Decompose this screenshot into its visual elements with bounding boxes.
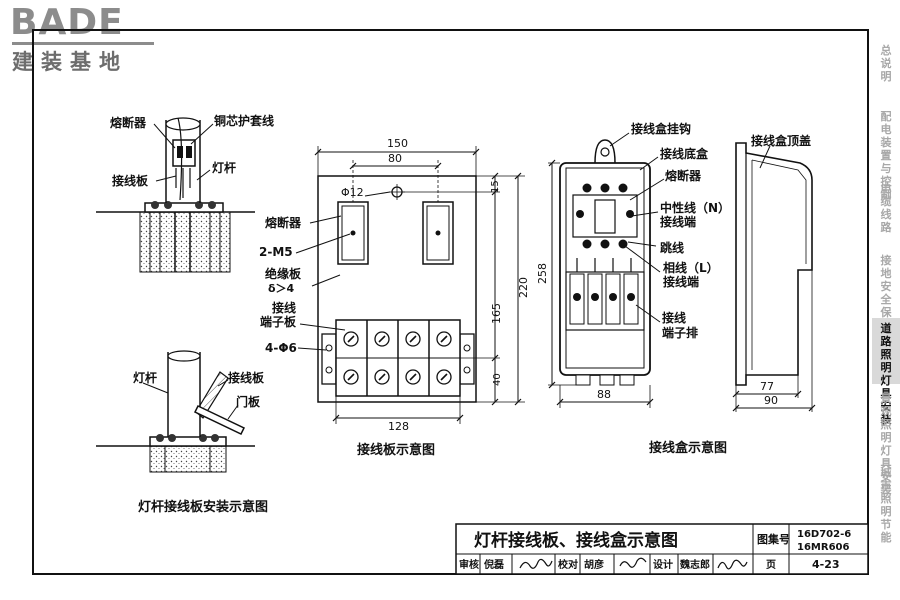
label-board-insulation: 绝缘板	[265, 266, 302, 281]
label-box-jumper: 跳线	[660, 240, 684, 255]
dim-box-width: 88	[597, 388, 611, 401]
junction-box-side	[732, 142, 816, 412]
label-pole-top-board: 接线板	[112, 173, 149, 188]
label-box-phase-1: 相线（L）	[663, 260, 719, 275]
dim-board-bottom-width: 128	[388, 420, 409, 433]
label-pole-bottom-door: 门板	[236, 394, 261, 409]
label-board-terminal-1: 接线	[272, 300, 296, 315]
title-block-title: 灯杆接线板、接线盒示意图	[474, 530, 678, 551]
pole-top-diagram	[96, 117, 255, 273]
label-pole-bottom-pole: 灯杆	[133, 370, 157, 385]
title-block	[455, 523, 869, 575]
terminal-board-diagram	[295, 146, 525, 424]
title-block-atlas-no-2: 16MR606	[797, 542, 849, 553]
side-tab-label: 景观照明灯具安装	[880, 392, 892, 496]
outer-frame	[32, 29, 869, 575]
title-block-checker: 胡彦	[584, 558, 604, 571]
label-box-base: 接线底盒	[660, 146, 709, 161]
side-tab-energy-saving[interactable]: 城市照明节能	[872, 464, 900, 544]
label-board-terminal-2: 端子板	[260, 314, 297, 329]
title-block-design-label: 设计	[653, 558, 673, 571]
label-box-terminal-1: 接线	[662, 310, 686, 325]
side-tab-road-lighting[interactable]: 道路照明灯具安装	[872, 318, 900, 426]
label-box-terminal-2: 端子排	[662, 325, 698, 340]
title-block-page-no: 4-23	[812, 558, 840, 571]
caption-junction-box: 接线盒示意图	[649, 440, 727, 456]
dim-box-side-inner: 77	[760, 380, 774, 393]
label-board-insulation-thickness: δ＞4	[268, 282, 295, 295]
side-tab-landscape-lighting[interactable]: 景观照明灯具安装	[872, 390, 900, 496]
side-tab-label: 电缆线路	[880, 182, 892, 234]
title-block-check-label: 校对	[558, 558, 578, 571]
caption-pole-install: 灯杆接线板安装示意图	[138, 499, 268, 515]
label-pole-top-fuse: 熔断器	[110, 115, 147, 130]
signature-checker-mark	[619, 557, 647, 568]
side-tab-cable[interactable]: 电缆线路	[872, 180, 900, 234]
label-board-fuse: 熔断器	[265, 215, 302, 230]
dim-board-top-offset: 15	[490, 180, 501, 193]
label-board-hole-dia: Φ12	[341, 186, 364, 199]
signature-designer-mark	[717, 559, 748, 570]
side-tab-label: 城市照明节能	[880, 466, 892, 544]
logo-chinese-name: 建装基地	[12, 50, 128, 74]
label-pole-top-copper-wire: 铜芯护套线	[214, 113, 274, 128]
signature-reviewer-mark	[519, 558, 553, 569]
label-box-phase-2: 接线端	[663, 274, 699, 289]
side-tab-label: 配电装置与控制	[880, 110, 892, 201]
dim-board-height: 220	[517, 277, 530, 298]
label-board-screw: 2-M5	[259, 245, 293, 259]
side-tab-distribution[interactable]: 配电装置与控制	[872, 108, 900, 201]
pole-bottom-diagram	[96, 350, 255, 473]
dim-box-height: 258	[536, 263, 549, 284]
side-tab-label: 道路照明灯具安装	[880, 322, 892, 426]
label-pole-top-pole: 灯杆	[212, 160, 236, 175]
logo-wordmark: BADE	[10, 2, 124, 43]
label-box-neutral-2: 接线端	[660, 214, 696, 229]
side-tab-label: 总说明	[880, 44, 892, 83]
dim-board-hole-spacing: 80	[388, 152, 402, 165]
label-box-hook: 接线盒挂钩	[631, 121, 691, 136]
label-board-holes: 4-Φ6	[265, 341, 297, 355]
logo-underline	[12, 42, 154, 45]
caption-terminal-board: 接线板示意图	[357, 442, 435, 458]
side-tab-general-notes[interactable]: 总说明	[872, 42, 900, 92]
title-block-review-label: 审核	[459, 558, 479, 571]
label-box-neutral-1: 中性线（N）	[660, 200, 730, 215]
dim-box-side-outer: 90	[764, 394, 778, 407]
junction-box-front	[548, 132, 665, 408]
label-box-top-cover: 接线盒顶盖	[751, 133, 811, 148]
title-block-atlas-no-1: 16D702-6	[797, 529, 851, 540]
logo: BADE 建装基地	[6, 2, 156, 74]
dim-board-terminal-height: 165	[490, 303, 503, 324]
dim-board-bottom-offset: 40	[492, 373, 503, 386]
label-box-fuse: 熔断器	[665, 168, 702, 183]
label-pole-bottom-board: 接线板	[228, 370, 265, 385]
title-block-atlas-label: 图集号	[757, 532, 790, 546]
dim-board-width: 150	[387, 137, 408, 150]
title-block-page-label: 页	[766, 559, 776, 571]
title-block-reviewer: 倪磊	[484, 558, 504, 571]
title-block-designer: 魏志郎	[679, 558, 710, 571]
